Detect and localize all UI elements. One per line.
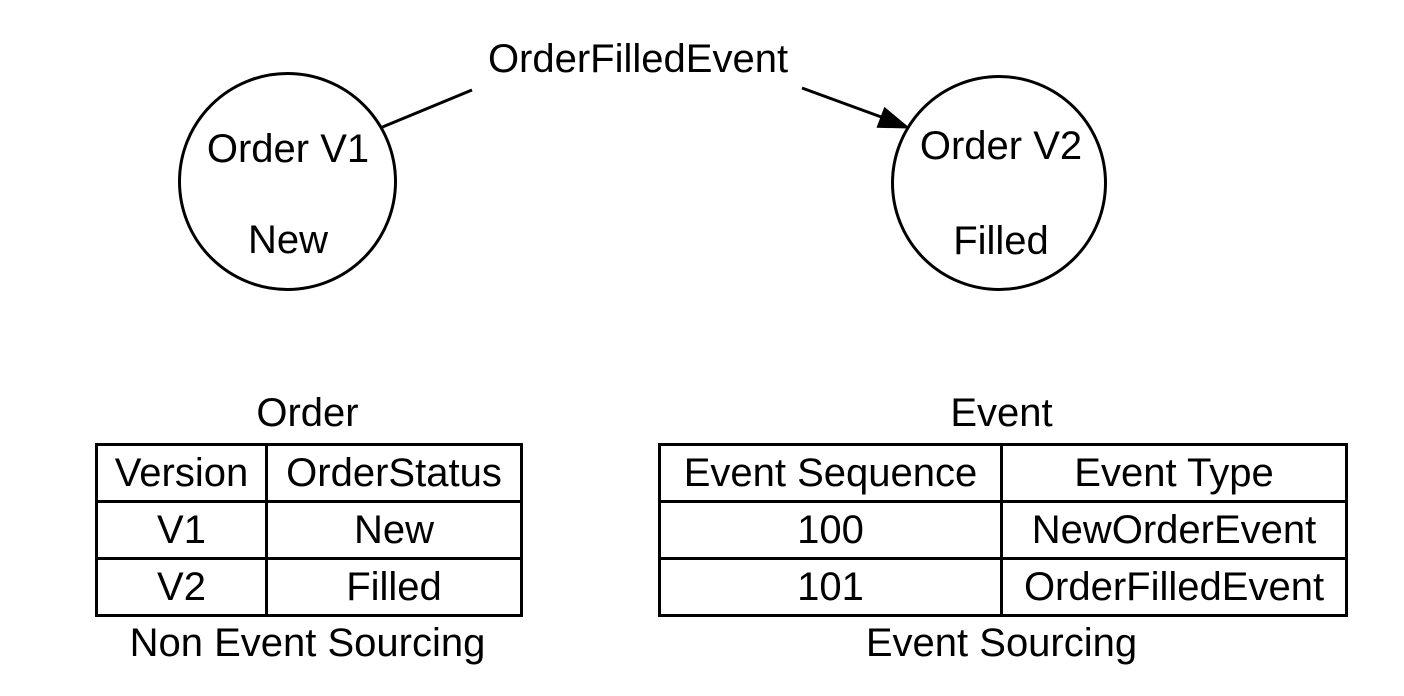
table-cell: 100 [658,500,1003,560]
state-node-order-v1 [178,72,397,291]
table-cell: 101 [658,557,1003,617]
table-title: Event [950,391,1053,435]
table-row: 100 NewOrderEvent [658,500,1348,560]
table-caption: Non Event Sourcing [129,621,486,665]
edge-line-right [801,86,885,120]
table-title: Order [256,391,359,435]
state-node-order-v2 [891,75,1107,291]
table-cell: New [265,500,523,560]
node-title: Order V1 [206,127,370,171]
table-cell: V2 [95,557,268,617]
transition-edge-label: OrderFilledEvent [487,37,789,81]
order-table: Version OrderStatus V1 New V2 Filled [95,443,523,617]
table-row: 101 OrderFilledEvent [658,557,1348,617]
table-row: V2 Filled [95,557,523,617]
node-title: Order V2 [919,124,1083,168]
table-row: V1 New [95,500,523,560]
table-header-row: Version OrderStatus [95,443,523,503]
edge-line-left [379,88,473,130]
table-cell: OrderFilledEvent [1000,557,1348,617]
column-header: OrderStatus [265,443,523,503]
node-status: New [247,218,329,262]
column-header: Version [95,443,268,503]
column-header: Event Sequence [658,443,1003,503]
table-cell: V1 [95,500,268,560]
node-status: Filled [953,219,1049,263]
table-header-row: Event Sequence Event Type [658,443,1348,503]
table-cell: NewOrderEvent [1000,500,1348,560]
arrowhead-icon [876,106,911,129]
table-cell: Filled [265,557,523,617]
event-table: Event Sequence Event Type 100 NewOrderEv… [658,443,1348,617]
column-header: Event Type [1000,443,1348,503]
event-table-block: Event Event Sequence Event Type 100 NewO… [658,390,1348,666]
order-table-block: Order Version OrderStatus V1 New V2 Fill… [95,390,523,666]
table-caption: Event Sourcing [865,621,1138,665]
